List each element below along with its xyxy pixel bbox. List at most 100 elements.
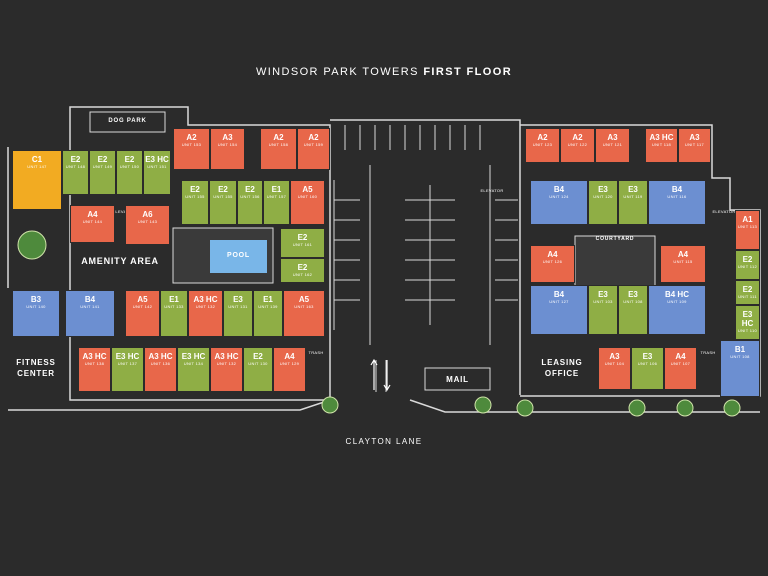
unit-plan-label: B3 [30, 295, 42, 304]
tree-icon [628, 399, 646, 417]
unit-number-label: UNIT 130 [248, 361, 268, 366]
unit-number-label: UNIT 108 [623, 299, 643, 304]
unit-number-label: UNIT 163 [294, 304, 314, 309]
unit-plan-label: E2 [253, 352, 263, 361]
unit-plan-label: E1 [169, 295, 179, 304]
unit-number-label: UNIT 150 [119, 164, 140, 169]
unit-number-label: UNIT 122 [567, 142, 588, 147]
unit-plan-label: A3 HC [649, 133, 674, 142]
unit-number-label: UNIT 138 [84, 361, 105, 366]
unit-number-label: UNIT 118 [651, 142, 672, 147]
unit-number-label: UNIT 154 [217, 142, 238, 147]
unit-plan-label: E3 HC [741, 310, 754, 328]
mail-label: MAIL [446, 375, 469, 384]
entry-arrows-icon [370, 358, 391, 392]
unit-plan-label: A4 [87, 210, 98, 219]
unit-number-label: UNIT 144 [82, 219, 103, 224]
tree-icon [474, 396, 492, 414]
unit-number-label: UNIT 120 [593, 194, 613, 199]
unit-plan-label: B4 [84, 295, 96, 304]
unit-number-label: UNIT 131 [228, 304, 248, 309]
unit-plan-label: A4 [284, 352, 295, 361]
unit-plan-label: A4 [547, 250, 558, 259]
unit-number-label: UNIT 142 [132, 304, 153, 309]
parking-outline [330, 119, 521, 395]
unit-plan-label: B4 HC [664, 290, 689, 299]
amenity-area-label: AMENITY AREA [81, 256, 159, 266]
unit-plan-label: E3 [628, 290, 638, 299]
unit-number-label: UNIT 132 [195, 304, 216, 309]
unit-number-label: UNIT 106 [637, 361, 658, 366]
unit-plan-label: E3 HC [145, 155, 169, 164]
map-title: WINDSOR PARK TOWERS FIRST FLOOR [255, 66, 513, 78]
unit-plan-label: A3 [607, 133, 618, 142]
unit-number-label: UNIT 133 [164, 304, 184, 309]
unit-number-label: UNIT 110 [737, 328, 758, 333]
unit-plan-label: B4 [553, 185, 565, 194]
mail-room [424, 367, 491, 391]
unit-number-label: UNIT 159 [303, 142, 324, 147]
unit-number-label: UNIT 143 [137, 219, 158, 224]
unit-plan-label: E2 [97, 155, 108, 164]
unit-plan-label: C1 [31, 155, 43, 164]
unit-number-label: UNIT 147 [27, 164, 47, 169]
unit-number-label: UNIT 153 [181, 142, 202, 147]
